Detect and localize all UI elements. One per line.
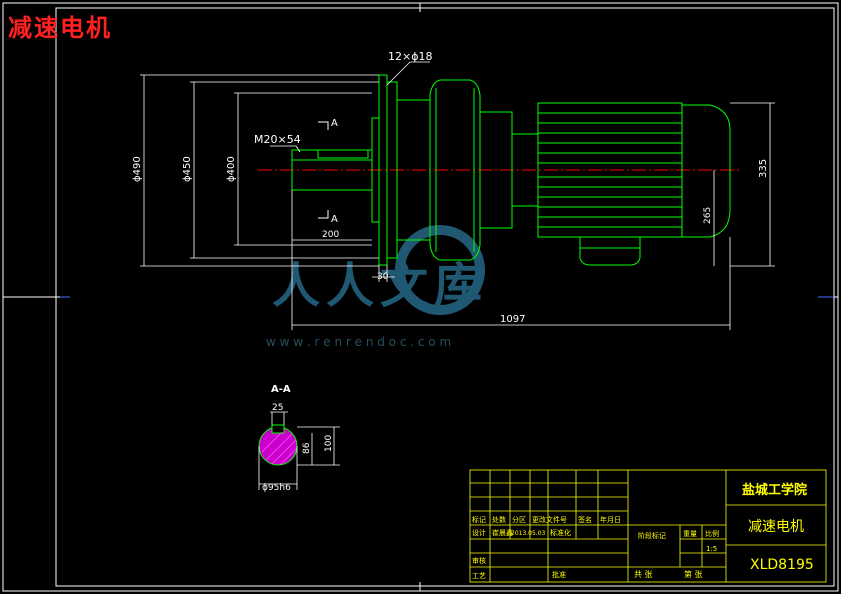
bolt-pattern-label: 12×ϕ18 [388,50,432,63]
drawing-title: 减速电机 [8,14,112,42]
dim-d490: ϕ490 [132,156,143,182]
dim-d450: ϕ450 [182,156,193,182]
tb-header-5: 年月日 [600,515,621,524]
watermark-text: 人人文库 [272,258,488,314]
dim-265: 265 [703,207,713,224]
thread-label: M20×54 [254,133,301,146]
dim-200: 200 [322,230,339,240]
tb-header-0: 标记 [472,515,486,524]
dim-30: 30 [377,272,389,282]
tb-standard: 标准化 [550,528,571,537]
tb-school: 盐城工学院 [742,482,807,498]
gearmotor-outline [291,74,731,266]
tb-header-3: 更改文件号 [532,515,567,524]
dim-86: 86 [302,442,312,454]
section-view [258,411,340,490]
dim-shaft: ϕ95h6 [262,483,291,493]
dim-key25: 25 [272,403,283,413]
watermark-url: w w w . r e n r e n d o c . c o m [266,335,451,349]
tb-review: 审核 [472,556,486,565]
tb-stage: 阶段标记 [638,531,666,540]
tb-approve: 批准 [552,570,566,579]
title-block [469,469,827,583]
tb-ratio: 比例 [705,529,719,538]
section-markers [318,121,329,219]
tb-date: 2013.05.03 [511,530,546,537]
title-block-text: 标记 处数 分区 更改文件号 签名 年月日 设计 崔晨鑫 2013.05.03 … [472,482,814,580]
dim-335: 335 [758,159,769,178]
tb-weight: 重量 [683,530,697,538]
tb-process: 工艺 [472,572,486,580]
tb-designer: 崔晨鑫 [492,528,513,537]
tb-total: 共 张 [634,570,653,579]
dim-d400: ϕ400 [226,156,237,182]
tb-sheet: 第 张 [684,569,703,579]
dimension-lines [140,61,775,330]
tb-code: XLD8195 [750,557,814,573]
section-mark-bottom: A [331,214,338,225]
tb-header-4: 签名 [578,515,592,524]
tb-design: 设计 [472,528,486,537]
tb-name: 减速电机 [748,519,804,535]
tb-scale: 1:5 [706,545,717,553]
dim-1097: 1097 [500,314,525,325]
section-view-label: A-A [271,384,291,395]
dim-100: 100 [324,435,334,452]
watermark: 人人文库 w w w . r e n r e n d o c . c o m [266,225,488,349]
tb-header-1: 处数 [492,515,506,524]
section-mark-top: A [331,118,338,129]
motor-fins [538,112,682,228]
tb-header-2: 分区 [512,515,526,524]
